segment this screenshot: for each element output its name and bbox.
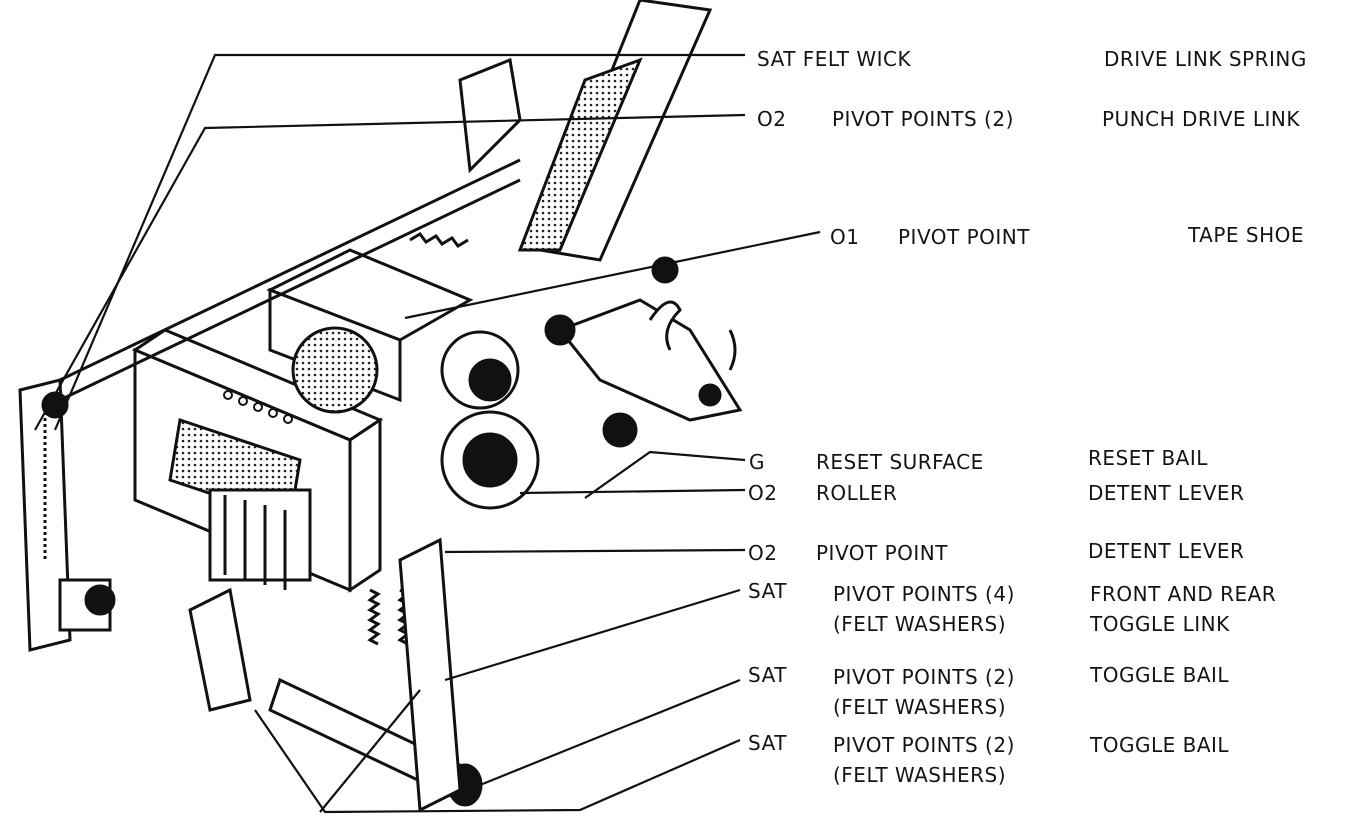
label-tape-shoe: TAPE SHOE: [1188, 223, 1305, 247]
gears-and-rollers: [291, 326, 638, 510]
label-o2-top: O2: [757, 107, 787, 131]
leader-lines: [34, 53, 821, 814]
label-detent-lever-2: DETENT LEVER: [1088, 539, 1245, 563]
label-front-and-rear: FRONT AND REAR: [1090, 582, 1277, 606]
label-felt-washers-2: (FELT WASHERS): [833, 695, 1007, 719]
label-pivot-points-2-a: PIVOT POINTS (2): [833, 665, 1015, 689]
label-reset-surface: RESET SURFACE: [816, 450, 984, 474]
punch-block: [131, 328, 384, 593]
label-reset-bail: RESET BAIL: [1088, 446, 1208, 470]
label-felt-washers-3: (FELT WASHERS): [833, 763, 1007, 787]
label-sat-3: SAT: [748, 731, 787, 755]
label-pivot-points-2-top: PIVOT POINTS (2): [832, 107, 1014, 131]
label-punch-drive-link: PUNCH DRIVE LINK: [1102, 107, 1301, 131]
label-sat-2: SAT: [748, 663, 787, 687]
label-o2-roller: O2: [748, 481, 778, 505]
label-detent-lever-1: DETENT LEVER: [1088, 481, 1245, 505]
label-toggle-bail-2: TOGGLE BAIL: [1090, 733, 1230, 757]
label-pivot-points-2-b: PIVOT POINTS (2): [833, 733, 1015, 757]
label-sat-felt-wick: SAT FELT WICK: [757, 47, 912, 71]
label-g: G: [749, 450, 765, 474]
left-lever-assembly: [18, 158, 521, 652]
label-o1: O1: [830, 225, 860, 249]
label-pivot-point-o1: PIVOT POINT: [898, 225, 1030, 249]
label-drive-link-spring: DRIVE LINK SPRING: [1104, 47, 1307, 71]
label-roller: ROLLER: [816, 481, 898, 505]
label-toggle-link: TOGGLE LINK: [1090, 612, 1230, 636]
label-sat-1: SAT: [748, 579, 787, 603]
label-toggle-bail-1: TOGGLE BAIL: [1090, 663, 1230, 687]
label-o2-pivot: O2: [748, 541, 778, 565]
label-pivot-points-4: PIVOT POINTS (4): [833, 582, 1015, 606]
holes: [223, 390, 293, 424]
label-felt-washers-1: (FELT WASHERS): [833, 612, 1007, 636]
label-pivot-point-o2: PIVOT POINT: [816, 541, 948, 565]
tape-chute: [458, 0, 713, 262]
